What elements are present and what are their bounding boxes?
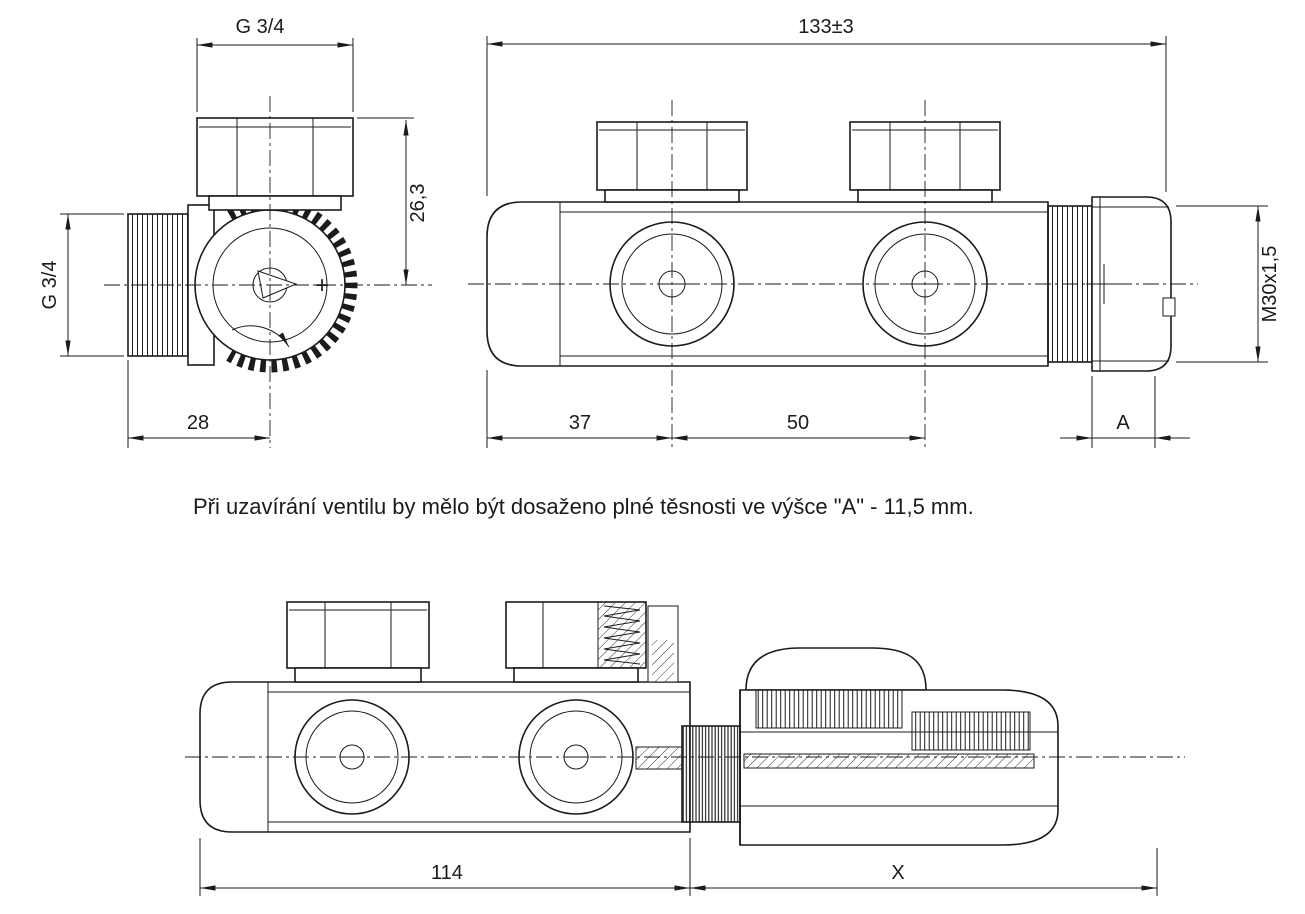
head-dome-cap [745,647,927,691]
valve-insert-section [647,605,679,683]
dim-label-114: 114 [431,862,463,884]
rotation-arrow [231,325,290,348]
dim-label-133: 133±3 [798,16,853,38]
dim-label-x: X [891,862,904,884]
dim-width-28: 28 [127,360,270,448]
scale-ring [755,689,903,729]
plus-marking: + [315,272,329,299]
top-left-valve-view: + G 3/4 26,3 G 3/4 [39,16,432,448]
dim-37-50: 37 50 [486,370,925,448]
dim-label-28: 28 [187,412,209,434]
bottom-section-view: 114 X [185,601,1185,896]
section-band [743,753,1035,769]
adjustment-knurl-ring [681,725,741,823]
top-right-valve-view: 133±3 M30x1,5 37 50 A [468,16,1281,448]
dim-114-x: 114 X [199,838,1158,896]
spring [603,605,641,665]
dim-label-a: A [1116,412,1130,434]
dim-thread-left: G 3/4 [39,213,124,357]
stem-section [635,746,683,770]
internal-spring [911,711,1031,751]
union-nut-2-sectioned [505,601,647,683]
dim-a: A [1060,376,1190,448]
dim-thread-spec: M30x1,5 [1176,205,1281,363]
closure-note: Při uzavírání ventilu by mělo být dosaže… [193,494,974,519]
pointer-triangle [257,270,298,299]
dim-label-50: 50 [787,412,809,434]
dim-label-37: 37 [569,412,591,434]
dim-height: 26,3 [357,117,429,285]
nut-collar [208,195,342,211]
dim-label-g34-left: G 3/4 [39,261,61,310]
dim-label-m30: M30x1,5 [1259,246,1281,323]
dim-thread-top: G 3/4 [196,16,354,112]
dim-overall-width: 133±3 [486,16,1167,196]
union-nut-top [196,117,354,197]
dim-label-g34-top: G 3/4 [236,16,285,38]
dim-label-26-3: 26,3 [407,184,429,223]
thermostatic-head [681,647,1059,846]
union-nut-1 [286,601,430,683]
